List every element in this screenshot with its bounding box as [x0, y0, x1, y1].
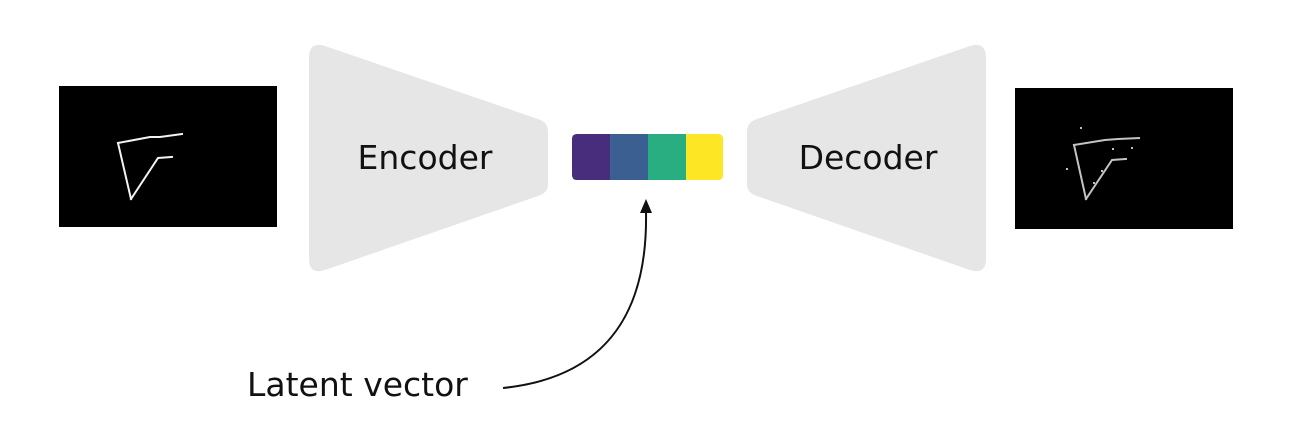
latent-cell-2	[610, 134, 648, 180]
output-sketch-line-inner	[1084, 157, 1128, 201]
input-sketch-line-top	[116, 132, 184, 145]
output-sketch-line-top	[1072, 136, 1141, 147]
decoder-block: Decoder	[747, 44, 986, 272]
output-sketch-line-left	[1072, 143, 1088, 201]
encoder-label: Encoder	[358, 138, 493, 177]
output-noise	[1066, 127, 1133, 184]
latent-vector	[572, 134, 723, 180]
latent-vector-label: Latent vector	[247, 365, 468, 404]
latent-cell-3	[648, 134, 686, 180]
decoder-trapezoid	[747, 44, 986, 272]
input-sketch	[116, 132, 184, 201]
latent-annotation: Latent vector	[247, 199, 652, 404]
input-sketch-line-left	[116, 141, 133, 201]
latent-cell-4	[686, 134, 723, 180]
output-image	[1015, 88, 1233, 229]
annotation-arrowhead	[640, 199, 652, 213]
output-sketch	[1072, 136, 1141, 201]
annotation-arrow-curve	[502, 211, 648, 389]
encoder-block: Encoder	[309, 44, 548, 272]
input-image	[59, 86, 277, 227]
latent-cell-1	[572, 134, 610, 180]
decoder-label: Decoder	[799, 138, 938, 177]
encoder-trapezoid	[309, 44, 548, 272]
input-sketch-line-inner	[129, 155, 174, 201]
